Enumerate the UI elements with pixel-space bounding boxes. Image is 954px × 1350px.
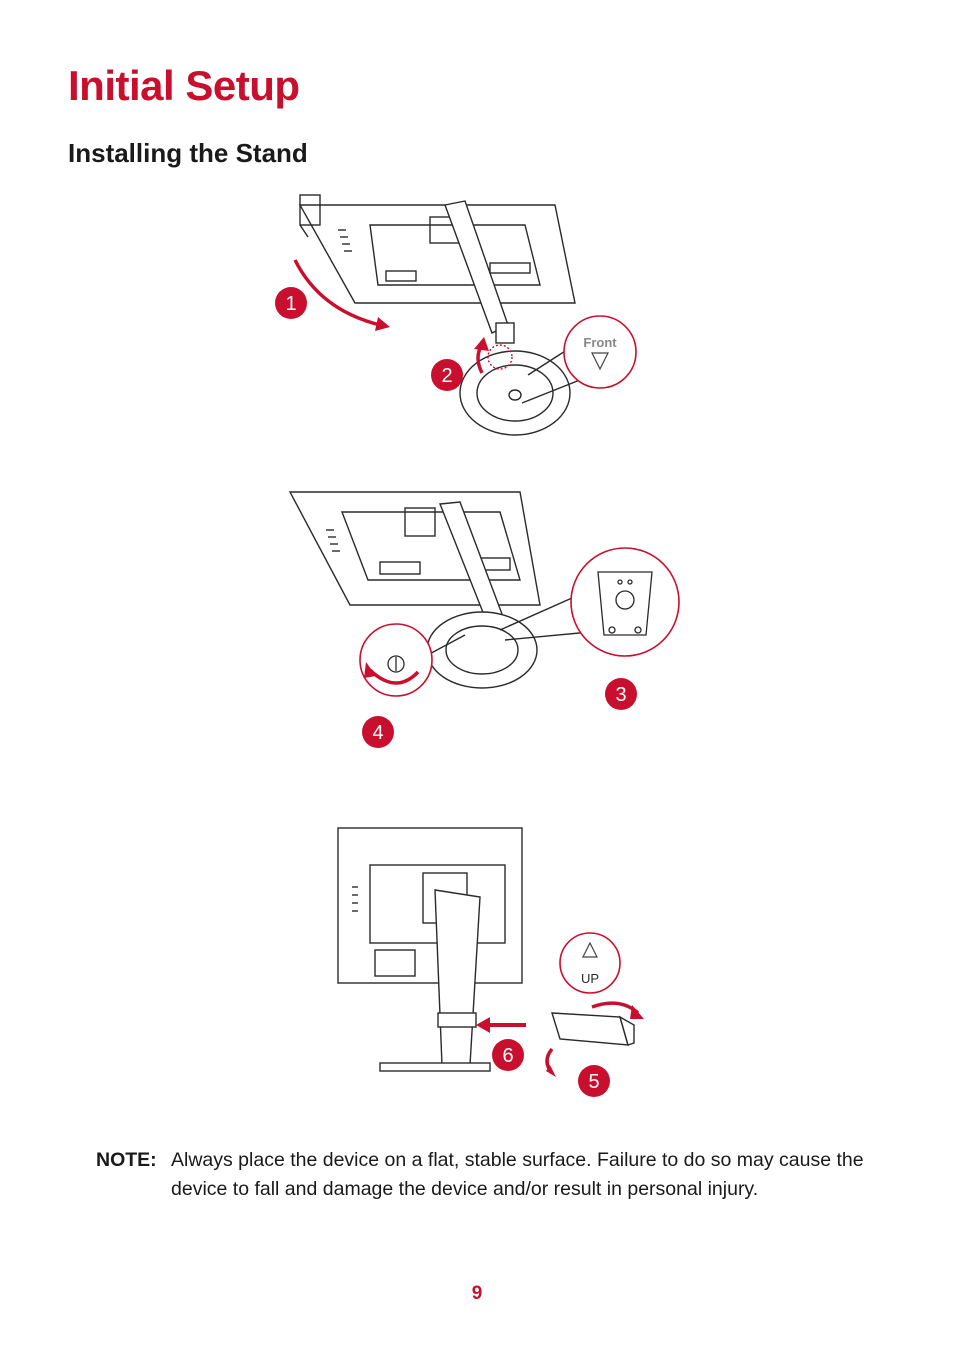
step-badge-3: 3 (605, 678, 637, 710)
up-callout: UP (559, 932, 621, 994)
step-badge-6: 6 (492, 1039, 524, 1071)
step-badge-5: 5 (578, 1065, 610, 1097)
note-text: Always place the device on a flat, stabl… (171, 1149, 864, 1200)
step-badge-4: 4 (362, 716, 394, 748)
screw-detail-callout (359, 623, 433, 697)
triangle-up-icon (582, 941, 598, 958)
front-callout: Front (563, 315, 637, 389)
monitor-back-panel (337, 827, 523, 984)
base-detail-callout (570, 547, 680, 657)
stand-base (426, 611, 538, 689)
stand-base-detail-icon (597, 571, 653, 636)
svg-text:6: 6 (502, 1045, 513, 1067)
up-label: UP (581, 971, 599, 986)
svg-text:5: 5 (588, 1071, 599, 1093)
step-badge-2: 2 (431, 359, 463, 391)
svg-text:1: 1 (285, 293, 296, 315)
rotate-arrow-icon (293, 259, 381, 327)
step-badge-1: 1 (275, 287, 307, 319)
page-title: Initial Setup (68, 62, 300, 109)
triangle-down-icon (591, 352, 609, 371)
cable-cover (551, 1012, 635, 1046)
note-label: NOTE: (96, 1149, 157, 1171)
monitor-back-panel (288, 491, 541, 606)
figure-step-1-2: Front 1 2 (260, 185, 660, 445)
svg-text:3: 3 (615, 684, 626, 706)
figure-step-3-4: 3 4 (288, 490, 690, 750)
section-title: Installing the Stand (68, 138, 308, 168)
page-number: 9 (471, 1283, 483, 1304)
svg-text:2: 2 (441, 365, 452, 387)
stand-base (459, 350, 571, 436)
front-label: Front (583, 335, 617, 350)
monitor-back-panel (298, 204, 576, 304)
figure-step-5-6: UP 6 5 (330, 825, 670, 1105)
stand-arm (434, 889, 481, 1066)
svg-text:4: 4 (372, 722, 383, 744)
